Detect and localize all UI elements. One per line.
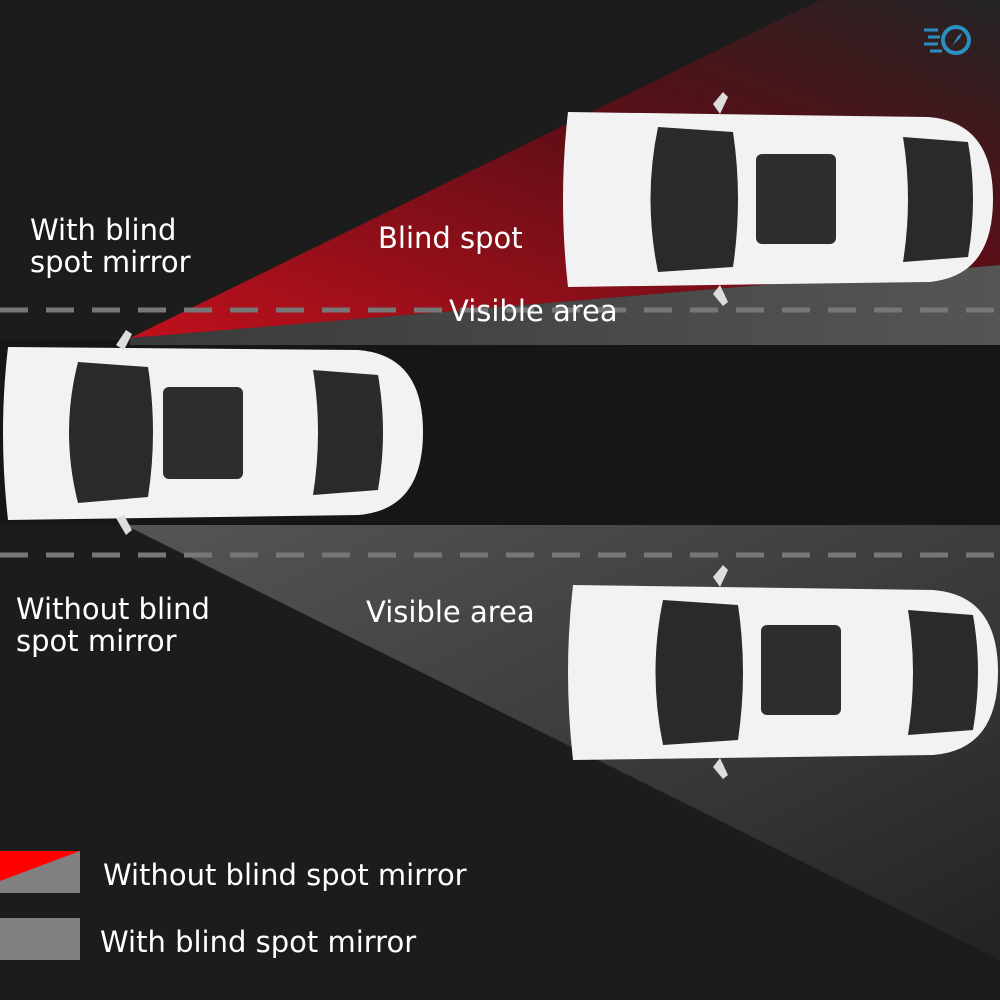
car-bottom-lane — [568, 565, 998, 779]
label-line: Without blind — [16, 592, 210, 626]
car-own — [3, 330, 423, 535]
label-line: With blind — [30, 213, 177, 247]
with-mirror-label: With blind spot mirror — [30, 214, 191, 278]
label-line: spot mirror — [16, 624, 177, 658]
visible-area-top-label: Visible area — [449, 294, 618, 328]
label-line: spot mirror — [30, 245, 191, 279]
blind-spot-label: Blind spot — [378, 221, 523, 255]
car-top-lane — [563, 92, 993, 306]
speed-compass-logo-icon — [924, 25, 971, 55]
legend-label-with: With blind spot mirror — [100, 925, 417, 959]
legend-label-without: Without blind spot mirror — [103, 858, 467, 892]
legend-swatch-with — [0, 918, 80, 960]
visible-area-bottom-label: Visible area — [366, 595, 535, 629]
visible-area-top-wedge — [130, 265, 1000, 345]
without-mirror-label: Without blind spot mirror — [16, 593, 210, 657]
legend-swatch-without — [0, 851, 80, 893]
